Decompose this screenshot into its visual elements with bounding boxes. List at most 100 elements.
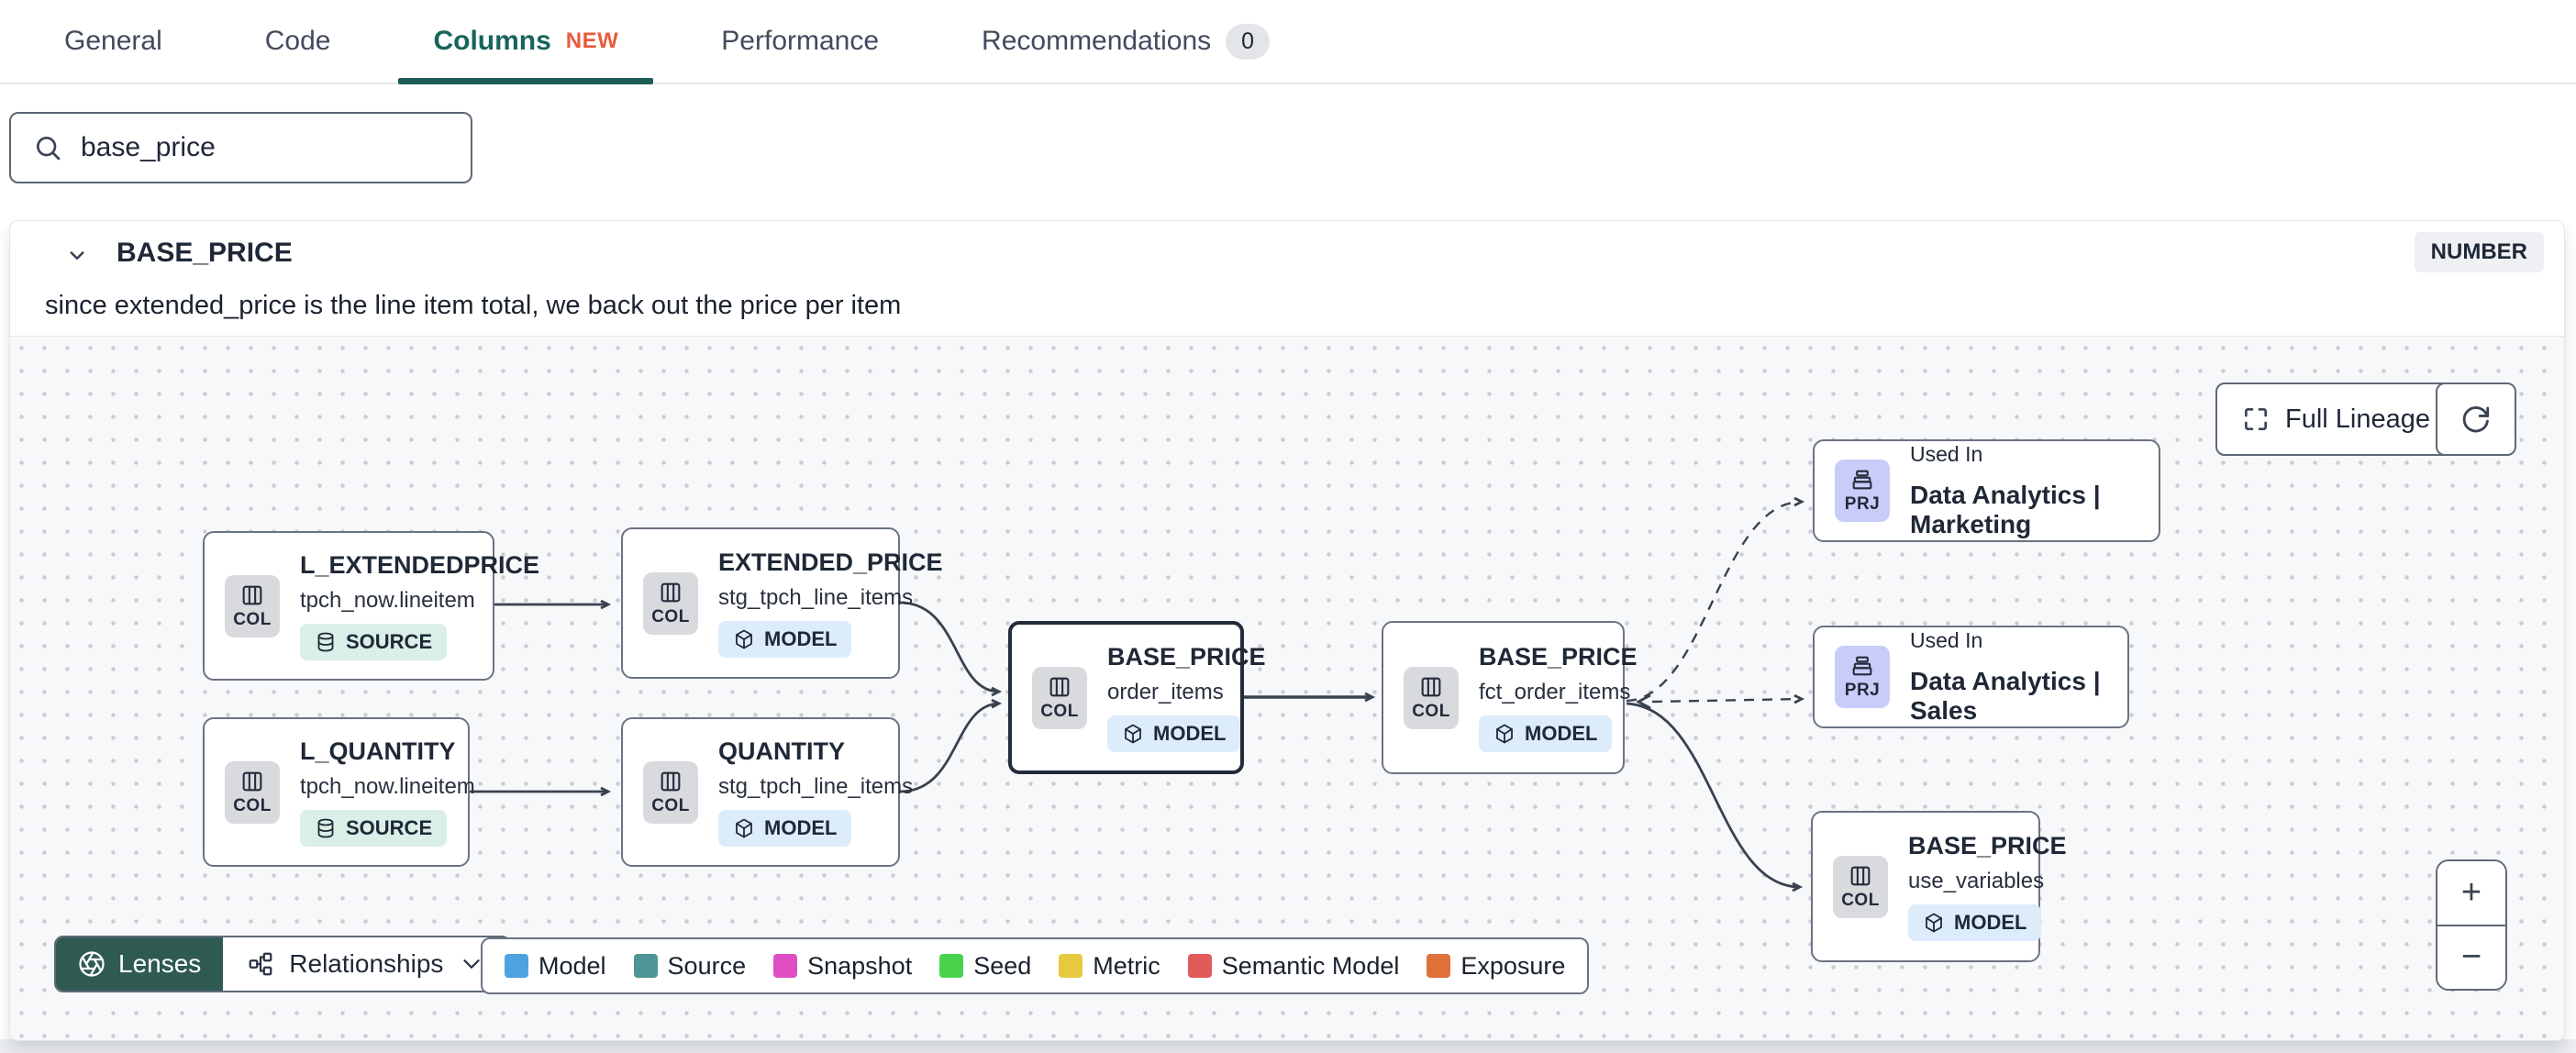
node-model: tpch_now.lineitem	[300, 588, 475, 613]
lineage-column-node[interactable]: COL L_QUANTITY tpch_now.lineitem SOURCE	[203, 717, 475, 867]
column-type-badge: NUMBER	[2414, 232, 2544, 272]
node-model: order_items	[1107, 680, 1224, 704]
column-description: since extended_price is the line item to…	[45, 291, 902, 320]
node-type-badge: MODEL	[1479, 715, 1613, 752]
node-type-badge: MODEL	[718, 621, 852, 658]
recommendations-count-badge: 0	[1226, 23, 1271, 60]
lineage-canvas[interactable]: Full Lineage + − Lenses	[10, 336, 2564, 1040]
new-badge: NEW	[565, 28, 619, 53]
column-chip: COL	[225, 574, 280, 637]
columns-icon	[242, 585, 262, 604]
node-title: BASE_PRICE	[1908, 832, 2067, 859]
legend-item: Metric	[1059, 952, 1160, 981]
project-name: Data Analytics | Sales	[1910, 667, 2101, 725]
node-title: L_QUANTITY	[300, 737, 456, 765]
node-model: tpch_now.lineitem	[300, 774, 475, 799]
lineage-column-node[interactable]: COL BASE_PRICE fct_order_items MODEL	[1382, 621, 1638, 774]
zoom-in-button[interactable]: +	[2437, 861, 2505, 926]
column-chip: COL	[643, 571, 698, 635]
refresh-button[interactable]	[2436, 382, 2516, 456]
node-model: stg_tpch_line_items	[718, 585, 914, 610]
model-cube-icon	[1926, 913, 1942, 933]
column-chip: COL	[1833, 855, 1888, 918]
node-type-badge: SOURCE	[300, 810, 448, 847]
lineage-column-node[interactable]: COL BASE_PRICE use_variables MODEL	[1811, 811, 2067, 962]
legend-swatch	[773, 954, 798, 978]
model-cube-icon	[736, 629, 752, 649]
aperture-icon	[78, 950, 105, 978]
model-cube-icon	[1125, 724, 1141, 744]
search-icon	[33, 133, 62, 162]
legend-item: Exposure	[1427, 952, 1565, 981]
tab-general[interactable]: General	[64, 26, 162, 56]
project-name: Data Analytics | Marketing	[1910, 481, 2101, 538]
column-panel-header: BASE_PRICE NUMBER since extended_price i…	[10, 221, 2564, 320]
node-model: fct_order_items	[1479, 680, 1631, 704]
legend-swatch	[1187, 954, 1212, 978]
node-model: stg_tpch_line_items	[718, 774, 914, 799]
project-icon	[1852, 656, 1872, 676]
lineage-project-node[interactable]: PRJ Used In Data Analytics | Marketing	[1813, 439, 2160, 542]
node-type-badge: SOURCE	[300, 624, 448, 660]
used-in-label: Used In	[1910, 628, 1983, 652]
legend-swatch	[1059, 954, 1083, 978]
node-title: L_EXTENDEDPRICE	[300, 551, 540, 579]
full-lineage-button[interactable]: Full Lineage	[2215, 382, 2456, 456]
column-chip: COL	[643, 760, 698, 824]
columns-icon	[242, 771, 262, 791]
column-chip: COL	[1032, 666, 1087, 729]
columns-icon	[661, 771, 681, 791]
chevron-down-icon	[458, 950, 485, 978]
column-panel: BASE_PRICE NUMBER since extended_price i…	[9, 220, 2565, 1041]
column-chip: COL	[225, 760, 280, 824]
lineage-column-node[interactable]: COL QUANTITY stg_tpch_line_items MODEL	[621, 717, 913, 867]
tab-bar: General Code Columns NEW Performance Rec…	[0, 0, 2576, 84]
lineage-column-node[interactable]: COL EXTENDED_PRICE stg_tpch_line_items M…	[621, 527, 943, 679]
model-cube-icon	[1496, 724, 1513, 744]
column-search	[9, 112, 472, 183]
refresh-icon	[2460, 404, 2492, 435]
columns-icon	[661, 582, 681, 602]
lenses-button[interactable]: Lenses	[56, 937, 224, 991]
columns-icon	[1049, 677, 1070, 696]
lineage-project-node[interactable]: PRJ Used In Data Analytics | Sales	[1813, 626, 2129, 728]
legend-item: Snapshot	[773, 952, 912, 981]
node-type-legend: Model Source Snapshot Seed Metric Semantic Mo…	[481, 937, 1590, 994]
model-cube-icon	[736, 818, 752, 838]
database-icon	[317, 632, 334, 652]
relationships-icon	[247, 950, 274, 978]
column-name: BASE_PRICE	[117, 238, 293, 268]
legend-item: Model	[505, 952, 606, 981]
relationships-dropdown[interactable]: Relationships	[223, 937, 510, 991]
node-type-badge: MODEL	[718, 810, 852, 847]
node-type-badge: MODEL	[1107, 715, 1241, 752]
project-icon	[1852, 470, 1872, 490]
legend-item: Seed	[939, 952, 1031, 981]
search-input[interactable]	[81, 132, 449, 163]
lineage-column-node[interactable]: COL BASE_PRICE order_items MODEL	[1008, 621, 1266, 774]
node-title: BASE_PRICE	[1479, 643, 1638, 671]
used-in-label: Used In	[1910, 442, 1983, 466]
legend-item: Source	[633, 952, 746, 981]
database-icon	[317, 818, 334, 838]
node-model: use_variables	[1908, 869, 2045, 893]
tab-columns[interactable]: Columns NEW	[398, 0, 654, 84]
expand-icon	[2241, 405, 2271, 434]
tab-recommendations[interactable]: Recommendations 0	[947, 0, 1305, 83]
node-title: BASE_PRICE	[1107, 643, 1266, 671]
legend-swatch	[633, 954, 658, 978]
zoom-control: + −	[2436, 859, 2507, 991]
lineage-edges	[470, 496, 1805, 892]
page-bottom-strip	[0, 1039, 2576, 1053]
lineage-column-node[interactable]: COL L_EXTENDEDPRICE tpch_now.lineitem SO…	[203, 531, 539, 681]
tab-performance[interactable]: Performance	[721, 26, 880, 56]
lenses-controls: Lenses Relationships	[54, 936, 512, 992]
tab-code[interactable]: Code	[264, 26, 331, 56]
zoom-out-button[interactable]: −	[2437, 926, 2505, 989]
collapse-chevron-icon[interactable]	[63, 241, 91, 269]
project-chip: PRJ	[1835, 460, 1890, 522]
columns-icon	[1850, 866, 1871, 885]
legend-item: Semantic Model	[1187, 952, 1399, 981]
legend-swatch	[505, 954, 528, 978]
